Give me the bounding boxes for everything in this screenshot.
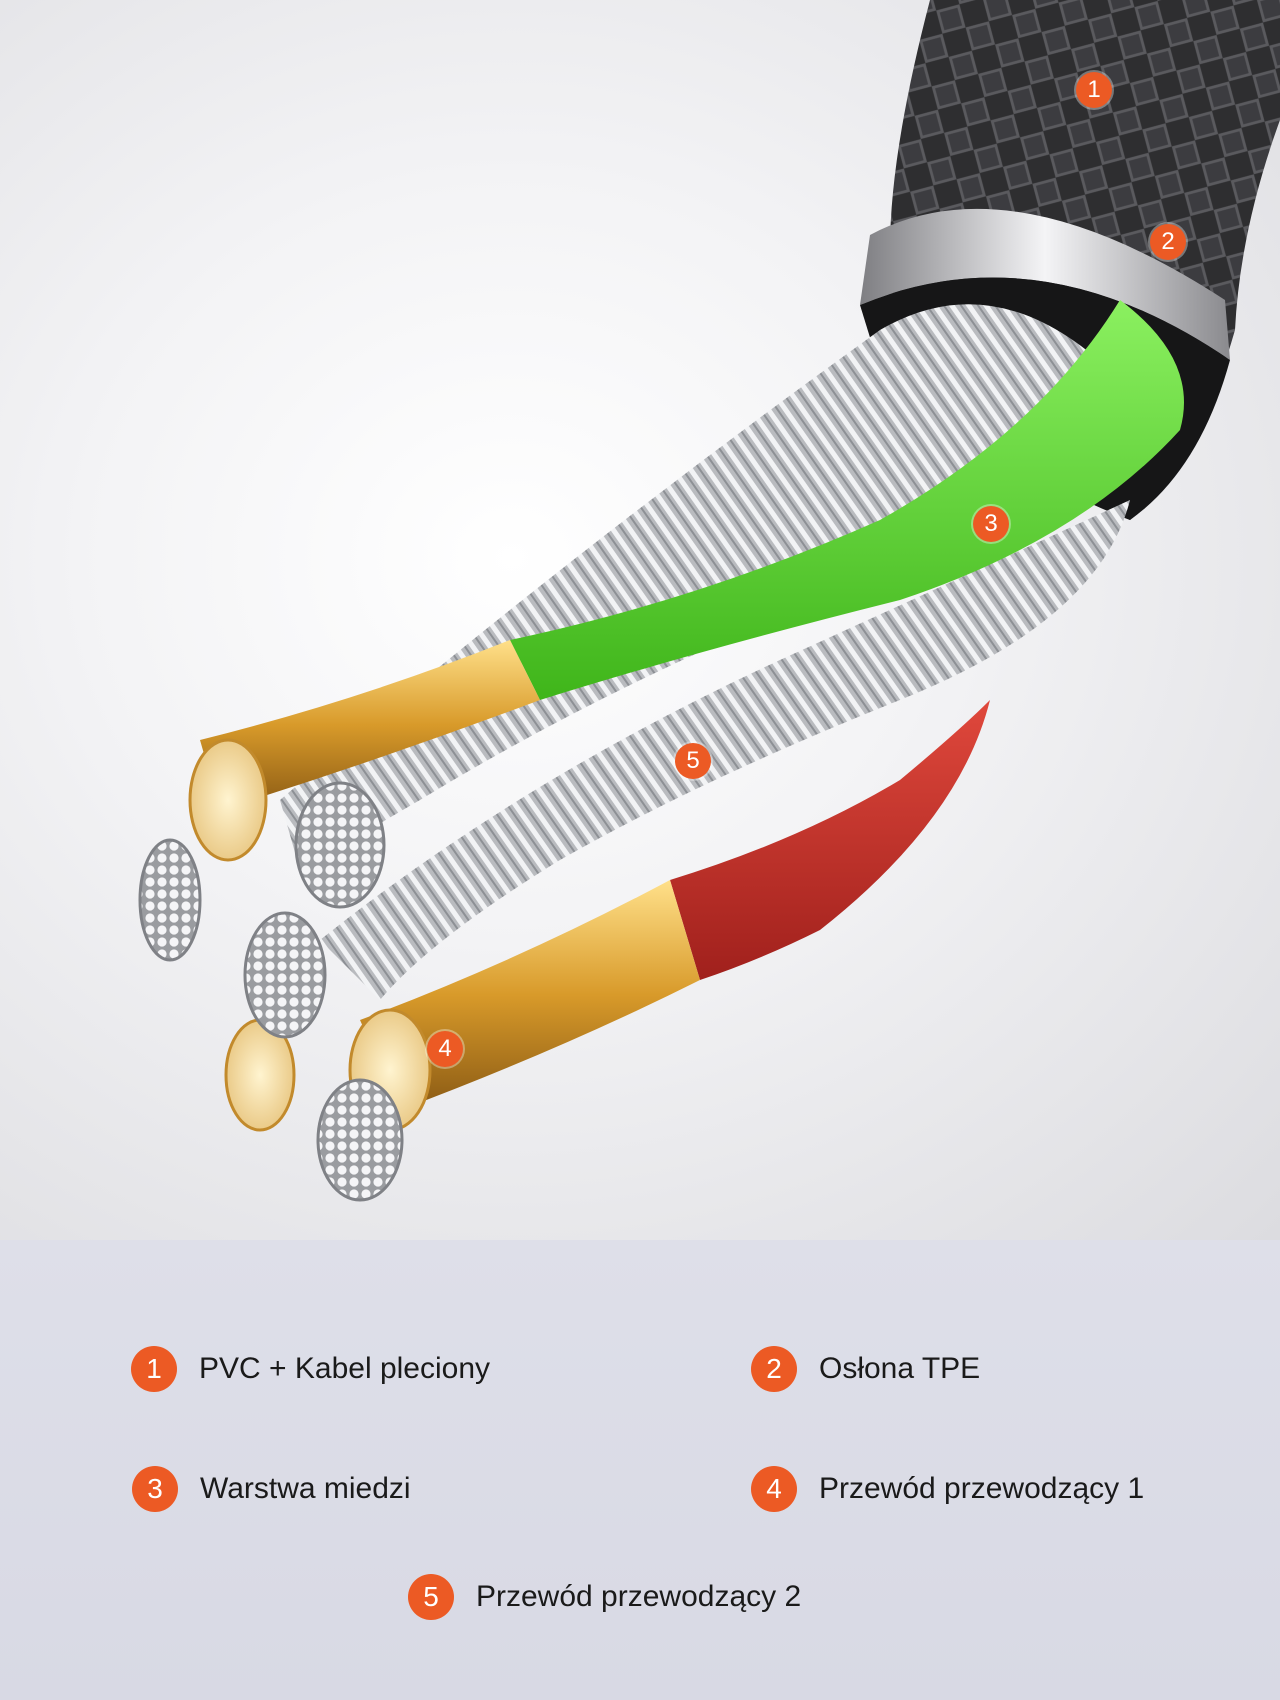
cable-cross-section-illustration: 1 2 3 4 5: [0, 0, 1280, 1240]
legend-label: Przewód przewodzący 1: [819, 1472, 1145, 1505]
marker-5-badge: 5: [675, 743, 711, 779]
marker-2-badge: 2: [1150, 224, 1186, 260]
legend-number-badge: 1: [131, 1346, 177, 1392]
legend-item-4: 4 Przewód przewodzący 1: [751, 1466, 1144, 1512]
legend-number-badge: 4: [751, 1466, 797, 1512]
strand-end-3: [243, 911, 327, 1039]
strand-end-1: [294, 781, 386, 909]
marker-3-badge: 3: [973, 506, 1009, 542]
copper-wire-upper: [200, 640, 540, 810]
legend-label: Warstwa miedzi: [200, 1472, 411, 1505]
green-sheath: [510, 300, 1184, 700]
legend-label: Przewód przewodzący 2: [476, 1580, 802, 1613]
tpe-ring: [860, 208, 1230, 360]
legend-item-3: 3 Warstwa miedzi: [132, 1466, 411, 1512]
legend-item-1: 1 PVC + Kabel pleciony: [131, 1346, 490, 1392]
silver-strand-bundle-bottom: [320, 500, 1130, 1000]
strand-end-4: [316, 1078, 404, 1202]
red-sheath: [670, 700, 990, 980]
legend-number-badge: 5: [408, 1574, 454, 1620]
strand-end-2: [138, 838, 202, 962]
legend-label: Osłona TPE: [819, 1352, 981, 1385]
legend-item-5: 5 Przewód przewodzący 2: [408, 1574, 801, 1620]
copper-wire-upper-face: [188, 738, 268, 862]
legend-label: PVC + Kabel pleciony: [199, 1352, 491, 1385]
component-legend: 1 PVC + Kabel pleciony 2 Osłona TPE 3 Wa…: [0, 1240, 1280, 1700]
silver-strand-bundle-top: [280, 304, 1120, 870]
cable-illustration-svg: [138, 0, 1280, 1202]
marker-1-badge: 1: [1076, 72, 1112, 108]
legend-item-2: 2 Osłona TPE: [751, 1346, 980, 1392]
legend-number-badge: 2: [751, 1346, 797, 1392]
marker-4-badge: 4: [427, 1031, 463, 1067]
legend-number-badge: 3: [132, 1466, 178, 1512]
